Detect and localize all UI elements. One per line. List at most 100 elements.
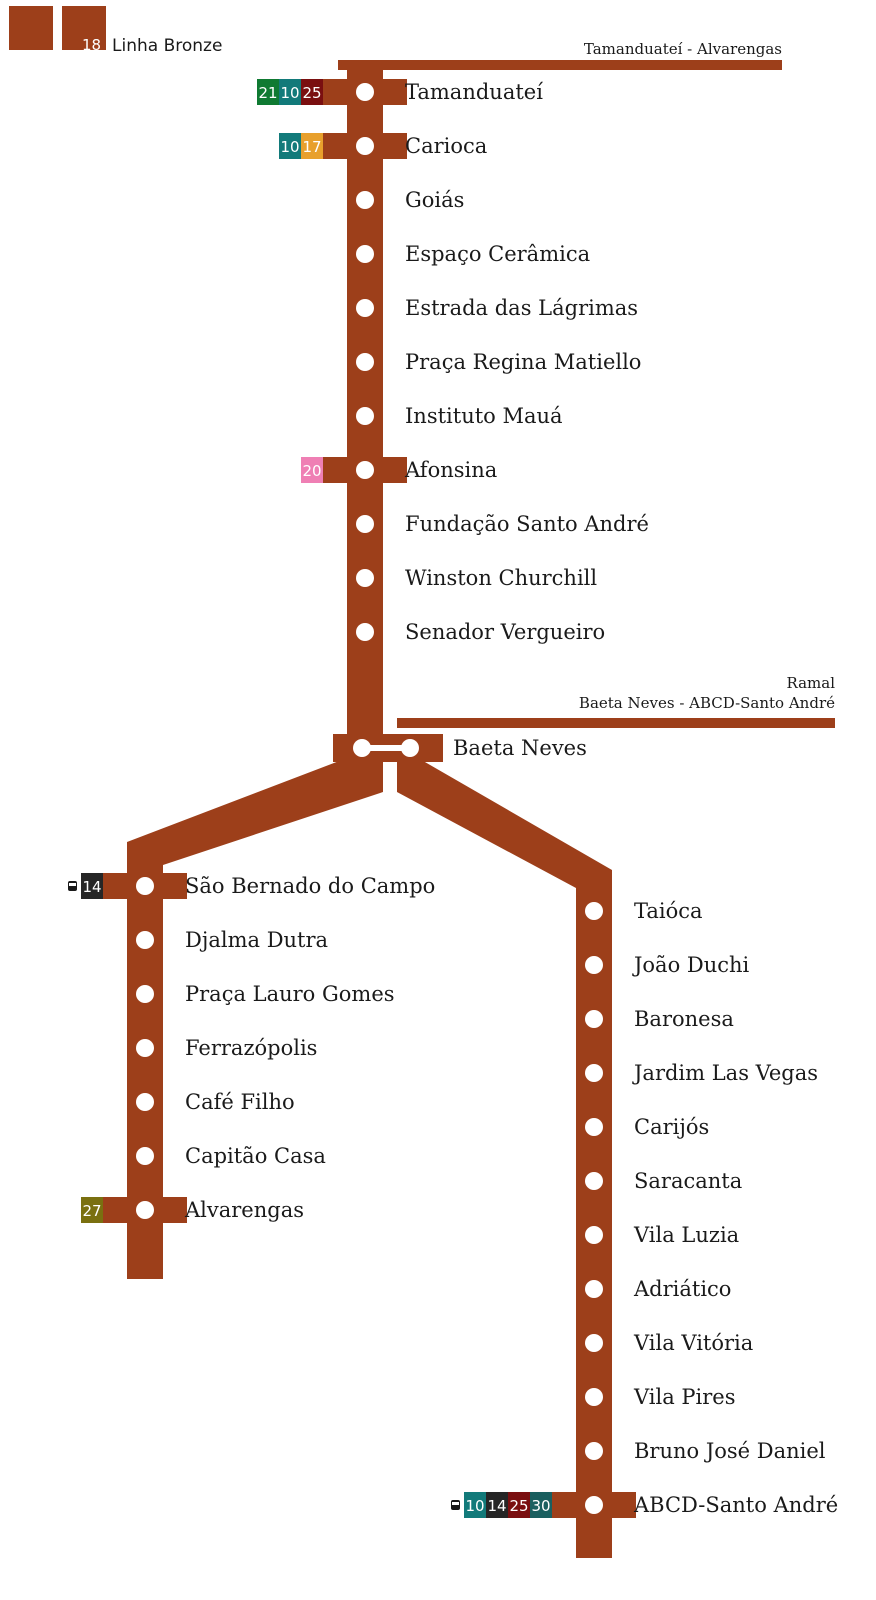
line-17-badge[interactable]: [301, 133, 323, 159]
station-dot[interactable]: [136, 931, 154, 949]
line-17-badge-label: 17: [302, 138, 321, 156]
station-name[interactable]: Vila Vitória: [633, 1331, 753, 1355]
station-dot[interactable]: [136, 985, 154, 1003]
station-name[interactable]: Fundação Santo André: [405, 512, 649, 536]
station-name[interactable]: Winston Churchill: [405, 566, 597, 590]
station-dot[interactable]: [585, 1172, 603, 1190]
station-dot[interactable]: [136, 1039, 154, 1057]
line-20-badge[interactable]: [301, 457, 323, 483]
left-branch-connector: [127, 758, 383, 872]
ramal-route-bar: [397, 718, 835, 728]
station-name[interactable]: Taióca: [634, 899, 703, 923]
line-10-badge[interactable]: [279, 133, 301, 159]
station-name[interactable]: Tamanduateí: [405, 80, 543, 104]
station-name[interactable]: Goiás: [405, 188, 464, 212]
line-20-badge-label: 20: [302, 462, 321, 480]
station-name[interactable]: Adriático: [633, 1277, 731, 1301]
station-dot[interactable]: [356, 515, 374, 533]
station-dot[interactable]: [585, 1064, 603, 1082]
station-name[interactable]: Jardim Las Vegas: [632, 1061, 818, 1085]
station-dot[interactable]: [585, 956, 603, 974]
station-dot[interactable]: [585, 1442, 603, 1460]
station-dot[interactable]: [585, 1334, 603, 1352]
station-name[interactable]: Saracanta: [634, 1169, 742, 1193]
line-14-badge[interactable]: [486, 1492, 508, 1518]
station-name[interactable]: Espaço Cerâmica: [405, 242, 590, 266]
station-name[interactable]: Praça Lauro Gomes: [185, 982, 395, 1006]
station-dot[interactable]: [356, 137, 374, 155]
top-route-label: Tamanduateí - Alvarengas: [584, 40, 782, 58]
line-30-badge-label: 30: [531, 1497, 550, 1515]
station-dot[interactable]: [585, 1388, 603, 1406]
brand-square-2: [62, 6, 106, 50]
station-name[interactable]: Café Filho: [185, 1090, 295, 1114]
station-dot[interactable]: [136, 1201, 154, 1219]
line-10-badge-label: 10: [280, 84, 299, 102]
station-name[interactable]: Djalma Dutra: [185, 928, 328, 952]
station-dot[interactable]: [585, 1280, 603, 1298]
line-10-badge[interactable]: [279, 79, 301, 105]
station-name[interactable]: Instituto Mauá: [405, 404, 563, 428]
station-name[interactable]: Carijós: [634, 1115, 709, 1139]
bus-icon: [451, 1500, 460, 1510]
station-dot[interactable]: [356, 569, 374, 587]
station-dot[interactable]: [356, 353, 374, 371]
line-10-badge-label: 10: [280, 138, 299, 156]
station-name[interactable]: Baeta Neves: [453, 736, 587, 760]
station-name[interactable]: Vila Pires: [633, 1385, 736, 1409]
junction-station-dot[interactable]: [401, 739, 419, 757]
junction-transfer-bar: [360, 745, 410, 751]
brand-line-name: Linha Bronze: [112, 36, 222, 56]
station-dot[interactable]: [356, 407, 374, 425]
station-name[interactable]: Estrada das Lágrimas: [405, 296, 638, 320]
line-21-badge[interactable]: [257, 79, 279, 105]
station-name[interactable]: Alvarengas: [184, 1198, 304, 1222]
station-dot[interactable]: [136, 1093, 154, 1111]
line-30-badge[interactable]: [530, 1492, 552, 1518]
line-25-badge[interactable]: [508, 1492, 530, 1518]
station-name[interactable]: Bruno José Daniel: [634, 1439, 826, 1463]
right-branch-connector: [397, 758, 612, 890]
station-name[interactable]: Ferrazópolis: [185, 1036, 317, 1060]
station-name[interactable]: Carioca: [405, 134, 487, 158]
ramal-route-label: Baeta Neves - ABCD-Santo André: [579, 694, 835, 712]
line-27-badge-label: 27: [82, 1202, 101, 1220]
line-10-badge[interactable]: [464, 1492, 486, 1518]
ramal-title-label: Ramal: [786, 674, 835, 692]
station-name[interactable]: ABCD-Santo André: [633, 1493, 838, 1517]
station-name[interactable]: Baronesa: [634, 1007, 734, 1031]
line-14-badge-label: 14: [487, 1497, 506, 1515]
brand-square-1: [9, 6, 53, 50]
station-dot[interactable]: [136, 877, 154, 895]
station-dot[interactable]: [356, 299, 374, 317]
station-name[interactable]: São Bernado do Campo: [185, 874, 435, 898]
brand-line-number: 18: [82, 36, 101, 54]
line-27-badge[interactable]: [81, 1197, 103, 1223]
station-name[interactable]: Capitão Casa: [185, 1144, 326, 1168]
junction-station-dot[interactable]: [353, 739, 371, 757]
station-dot[interactable]: [356, 245, 374, 263]
line-21-badge-label: 21: [258, 84, 277, 102]
line-25-badge[interactable]: [301, 79, 323, 105]
station-dot[interactable]: [585, 1118, 603, 1136]
station-dot[interactable]: [356, 83, 374, 101]
station-dot[interactable]: [585, 1226, 603, 1244]
line-14-badge-label: 14: [82, 878, 101, 896]
station-name[interactable]: Praça Regina Matiello: [405, 350, 641, 374]
station-name[interactable]: Vila Luzia: [633, 1223, 739, 1247]
station-dot[interactable]: [356, 623, 374, 641]
top-route-bar: [338, 60, 782, 70]
station-dot[interactable]: [356, 191, 374, 209]
station-dot[interactable]: [585, 902, 603, 920]
station-dot[interactable]: [136, 1147, 154, 1165]
station-name[interactable]: João Duchi: [632, 953, 750, 977]
station-dot[interactable]: [356, 461, 374, 479]
station-name[interactable]: Senador Vergueiro: [405, 620, 605, 644]
station-dot[interactable]: [585, 1496, 603, 1514]
line-10-badge-label: 10: [465, 1497, 484, 1515]
station-name[interactable]: Afonsina: [404, 458, 497, 482]
line-14-badge[interactable]: [81, 873, 103, 899]
station-dot[interactable]: [585, 1010, 603, 1028]
